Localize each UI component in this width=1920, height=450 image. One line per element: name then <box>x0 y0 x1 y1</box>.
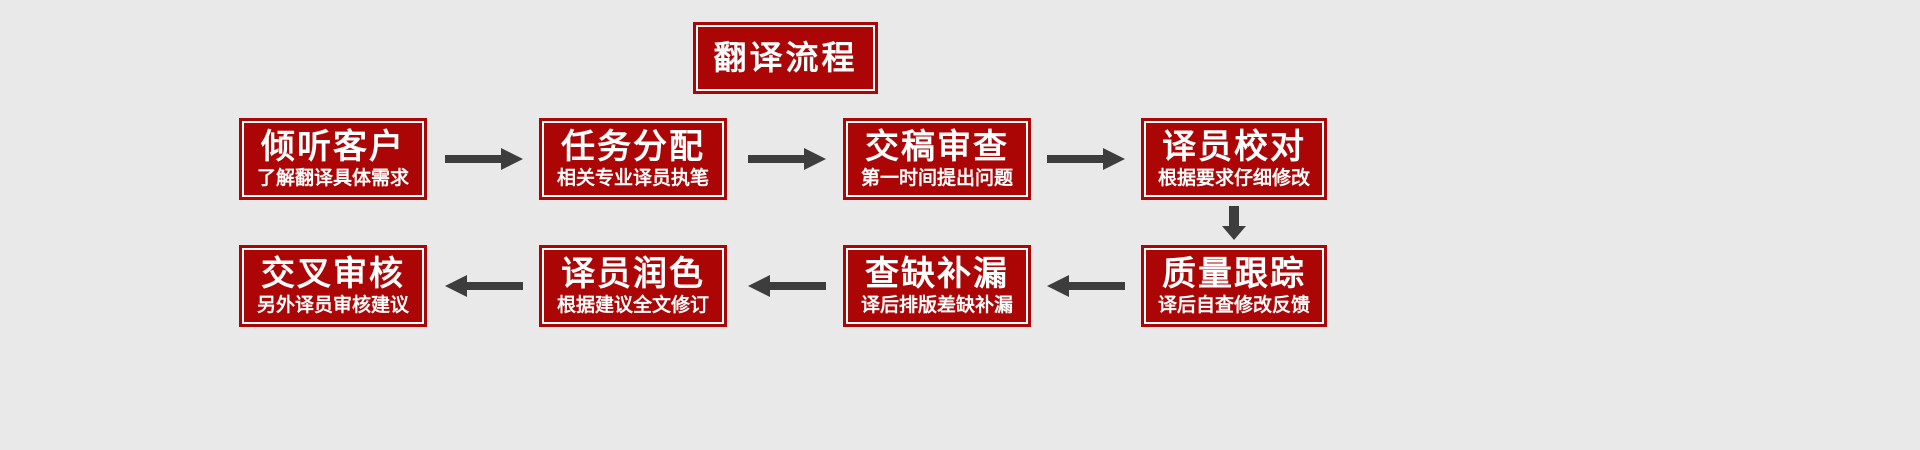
process-box-inner: 倾听客户 了解翻译具体需求 <box>242 121 424 197</box>
diagram-title-text: 翻译流程 <box>713 37 858 77</box>
process-title: 查缺补漏 <box>865 254 1009 295</box>
arrow-right-icon <box>1047 146 1125 172</box>
process-box-inner: 交叉审核 另外译员审核建议 <box>242 248 424 324</box>
process-title: 交稿审查 <box>865 127 1009 168</box>
diagram-title-box: 翻译流程 <box>693 22 878 94</box>
process-title: 任务分配 <box>561 127 705 168</box>
process-subtitle: 根据建议全文修订 <box>556 294 709 317</box>
process-box-inner: 译员校对 根据要求仔细修改 <box>1144 121 1324 197</box>
process-box-quality-tracking[interactable]: 质量跟踪 译后自查修改反馈 <box>1141 245 1327 327</box>
process-subtitle: 相关专业译员执笔 <box>556 167 709 190</box>
diagram-title-inner: 翻译流程 <box>696 25 875 91</box>
process-box-inner: 质量跟踪 译后自查修改反馈 <box>1144 248 1324 324</box>
process-box-draft-review[interactable]: 交稿审查 第一时间提出问题 <box>843 118 1031 200</box>
arrow-right-icon <box>748 146 826 172</box>
process-subtitle: 第一时间提出问题 <box>860 167 1013 190</box>
process-title: 交叉审核 <box>261 254 405 295</box>
process-box-inner: 查缺补漏 译后排版差缺补漏 <box>846 248 1028 324</box>
arrow-left-icon <box>1047 273 1125 299</box>
process-subtitle: 译后排版差缺补漏 <box>860 294 1013 317</box>
process-box-inner: 译员润色 根据建议全文修订 <box>542 248 724 324</box>
process-box-gap-check[interactable]: 查缺补漏 译后排版差缺补漏 <box>843 245 1031 327</box>
process-box-inner: 任务分配 相关专业译员执笔 <box>542 121 724 197</box>
process-box-inner: 交稿审查 第一时间提出问题 <box>846 121 1028 197</box>
process-box-translator-proofread[interactable]: 译员校对 根据要求仔细修改 <box>1141 118 1327 200</box>
process-box-task-assignment[interactable]: 任务分配 相关专业译员执笔 <box>539 118 727 200</box>
process-box-translator-polish[interactable]: 译员润色 根据建议全文修订 <box>539 245 727 327</box>
arrow-down-icon <box>1221 206 1247 240</box>
process-subtitle: 根据要求仔细修改 <box>1157 167 1310 190</box>
process-subtitle: 了解翻译具体需求 <box>256 167 409 190</box>
process-box-cross-review[interactable]: 交叉审核 另外译员审核建议 <box>239 245 427 327</box>
arrow-right-icon <box>445 146 523 172</box>
process-title: 译员润色 <box>561 254 705 295</box>
process-box-listen-client[interactable]: 倾听客户 了解翻译具体需求 <box>239 118 427 200</box>
arrow-left-icon <box>445 273 523 299</box>
process-subtitle: 译后自查修改反馈 <box>1157 294 1310 317</box>
process-title: 质量跟踪 <box>1162 254 1306 295</box>
arrow-left-icon <box>748 273 826 299</box>
process-title: 倾听客户 <box>261 127 405 168</box>
process-subtitle: 另外译员审核建议 <box>256 294 409 317</box>
process-title: 译员校对 <box>1162 127 1306 168</box>
